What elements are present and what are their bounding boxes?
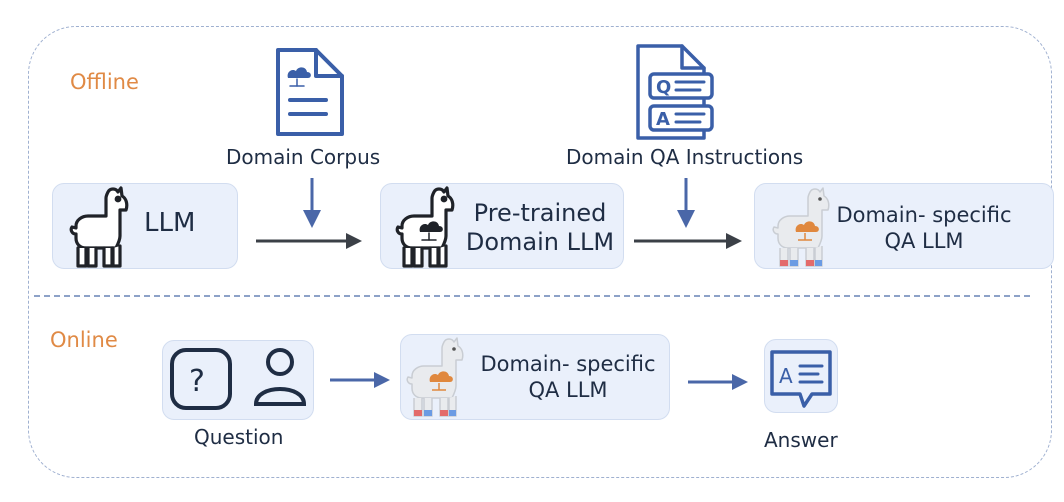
domain-corpus-label: Domain Corpus xyxy=(226,145,381,169)
user-icon xyxy=(253,348,307,406)
answer-chat-icon: A xyxy=(770,350,832,408)
arrow-qa-to-answer xyxy=(688,374,748,390)
arrow-pretrained-to-qa xyxy=(634,233,742,249)
question-label: Question xyxy=(194,425,284,449)
offline-label: Offline xyxy=(70,70,139,94)
pretrained-llm-line1: Pre-trained xyxy=(473,199,607,227)
question-icon: ? xyxy=(170,348,232,410)
qa-document-icon: Q A xyxy=(636,44,714,140)
llm-label: LLM xyxy=(144,208,196,238)
domain-qa-llm-line1: Domain- specific xyxy=(836,203,1012,227)
section-divider xyxy=(34,295,1030,297)
svg-text:?: ? xyxy=(189,364,205,399)
svg-text:A: A xyxy=(656,109,670,130)
answer-label: Answer xyxy=(764,428,838,452)
domain-qa-llm-line2: QA LLM xyxy=(884,228,964,253)
domain-qa-llm-label: Domain- specific QA LLM xyxy=(826,203,1022,254)
arrow-question-to-qa xyxy=(330,372,390,388)
svg-text:Q: Q xyxy=(656,77,671,98)
online-label: Online xyxy=(50,328,118,352)
llama-cloud-icon xyxy=(395,186,455,268)
arrow-llm-to-pretrained xyxy=(256,233,362,249)
arrow-instructions-down xyxy=(677,178,695,228)
online-qa-llm-label: Domain- specific QA LLM xyxy=(470,352,666,403)
llama-icon xyxy=(69,186,129,268)
online-qa-llm-line1: Domain- specific xyxy=(480,352,656,376)
arrow-corpus-down xyxy=(303,178,321,228)
domain-qa-instructions-label: Domain QA Instructions xyxy=(566,145,804,169)
pretrained-llm-label: Pre-trained Domain LLM xyxy=(460,199,620,258)
document-icon xyxy=(276,48,344,136)
llama-domain-icon-online xyxy=(406,337,464,417)
online-qa-llm-line2: QA LLM xyxy=(528,377,608,402)
pretrained-llm-line2: Domain LLM xyxy=(465,228,615,257)
svg-text:A: A xyxy=(779,364,793,388)
llama-domain-icon xyxy=(772,187,830,267)
